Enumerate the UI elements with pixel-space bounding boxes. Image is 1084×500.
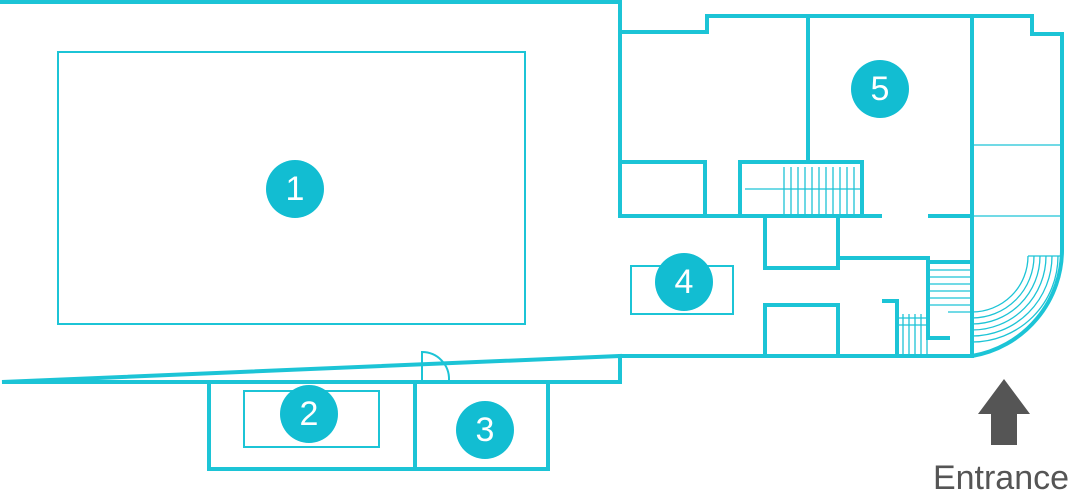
entrance-steps <box>971 255 1060 343</box>
stairs-north <box>745 167 862 214</box>
core-upper-block <box>763 214 840 270</box>
entrance-label: Entrance <box>932 459 1070 497</box>
room-badge-4[interactable]: 4 <box>655 253 713 311</box>
right-wing-outer-wall <box>618 14 1065 358</box>
stairs-service <box>899 269 970 354</box>
room-number-4: 4 <box>675 263 694 301</box>
room-number-3: 3 <box>476 411 495 449</box>
room-badge-1[interactable]: 1 <box>266 160 324 218</box>
hall-outer-wall <box>0 0 622 384</box>
room-number-2: 2 <box>300 395 319 433</box>
small-room-wall <box>618 160 707 218</box>
room-2-wall <box>207 380 417 471</box>
arrow-up-icon <box>978 379 1030 445</box>
door-arc <box>421 350 451 382</box>
room-1-inner-area <box>57 51 526 325</box>
room-badge-5[interactable]: 5 <box>851 60 909 118</box>
core-right-wall <box>836 256 974 264</box>
room-number-1: 1 <box>286 170 305 208</box>
room-badge-2[interactable]: 2 <box>280 385 338 443</box>
service-stair-wall <box>882 299 899 358</box>
service-stair-corner <box>926 260 950 340</box>
core-lower-block <box>763 303 840 358</box>
room-number-5: 5 <box>871 70 890 108</box>
room-badge-3[interactable]: 3 <box>456 401 514 459</box>
room-3-wall <box>413 380 550 471</box>
